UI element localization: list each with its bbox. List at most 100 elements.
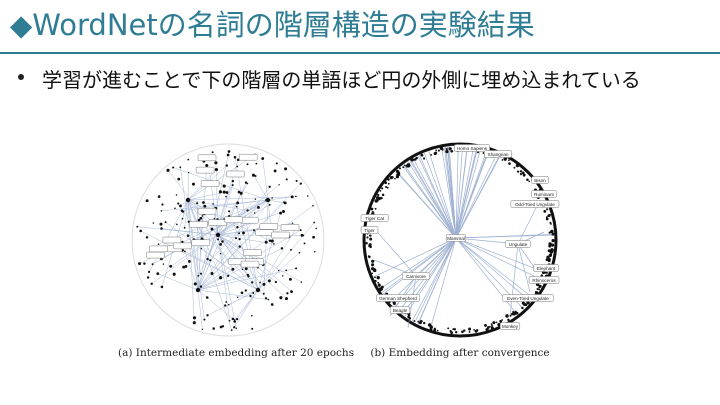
edge — [217, 234, 230, 321]
node — [184, 250, 186, 253]
node — [143, 262, 146, 265]
node — [312, 204, 314, 207]
label-box — [224, 216, 243, 223]
node — [267, 298, 270, 301]
rim-node — [543, 209, 547, 213]
edge — [381, 237, 457, 293]
rim-node — [522, 302, 527, 306]
node — [300, 233, 304, 237]
node-label-bison: Bison — [531, 176, 549, 184]
rim-node — [423, 157, 426, 160]
rim-node — [374, 207, 377, 210]
bullet-text: 学習が進むことで下の階層の単語ほど円の外側に埋め込まれている — [42, 68, 641, 92]
node — [283, 201, 287, 205]
label-box — [243, 249, 262, 256]
node — [254, 198, 257, 200]
node — [146, 276, 150, 279]
node — [238, 232, 241, 235]
node — [233, 326, 236, 329]
rim-node — [441, 148, 444, 151]
node — [209, 259, 212, 262]
rim-node — [491, 324, 493, 327]
edge — [262, 158, 269, 201]
node — [242, 231, 245, 235]
node — [187, 158, 190, 161]
edge — [198, 234, 219, 276]
node — [206, 257, 209, 261]
rim-node — [537, 288, 541, 291]
edge — [182, 199, 189, 219]
node — [273, 243, 275, 245]
label-box — [191, 239, 211, 246]
edge — [407, 161, 457, 239]
rim-node — [374, 279, 377, 283]
rim-node — [549, 253, 553, 257]
edge — [417, 237, 457, 325]
node — [285, 178, 288, 181]
edge — [233, 289, 259, 328]
node — [225, 301, 228, 303]
rim-node — [501, 319, 504, 321]
node — [226, 274, 230, 278]
node — [221, 325, 225, 328]
edge — [187, 199, 234, 270]
svg-text:Elephant: Elephant — [537, 266, 556, 271]
node — [172, 166, 175, 169]
node — [259, 281, 261, 284]
node — [227, 150, 231, 153]
rim-node — [492, 321, 496, 325]
rim-node — [381, 288, 384, 291]
node — [192, 321, 196, 325]
node-label-german-shepherd: German Shepherd — [376, 294, 420, 302]
node — [225, 195, 227, 198]
rim-node — [551, 243, 555, 247]
node — [262, 292, 265, 295]
node — [290, 248, 292, 251]
edge — [371, 225, 417, 277]
rim-node — [550, 231, 552, 234]
edge — [414, 237, 457, 323]
node — [273, 169, 277, 173]
edge — [184, 199, 189, 228]
node — [219, 252, 222, 255]
rim-node — [550, 248, 554, 252]
node — [233, 320, 236, 323]
rim-node — [540, 274, 544, 277]
node-label-rhinoceros: Rhinoceros — [528, 276, 560, 284]
rim-node — [461, 330, 464, 334]
node — [225, 191, 229, 194]
node — [251, 327, 254, 330]
node — [235, 317, 239, 321]
rim-node — [387, 182, 390, 185]
rim-node — [528, 180, 531, 183]
node — [251, 314, 253, 317]
node — [291, 222, 294, 224]
rim-node — [369, 234, 371, 237]
rim-node — [386, 186, 389, 189]
node — [218, 190, 222, 194]
rim-node — [548, 242, 552, 246]
edge — [423, 152, 457, 239]
node — [152, 222, 155, 224]
edge — [217, 185, 233, 236]
node — [181, 210, 185, 213]
node — [268, 239, 272, 243]
label-box — [208, 219, 227, 226]
edge — [263, 199, 269, 294]
node — [282, 210, 285, 213]
node — [284, 167, 288, 171]
hub-node — [195, 287, 201, 293]
rim-node — [490, 323, 493, 325]
rim-node — [548, 257, 551, 261]
node — [203, 318, 206, 321]
node — [300, 281, 303, 283]
rim-node — [448, 147, 452, 151]
rim-node — [387, 178, 390, 181]
rim-node — [371, 263, 375, 267]
rim-node — [473, 328, 475, 331]
svg-text:Even-Toed Ungulate: Even-Toed Ungulate — [507, 296, 549, 301]
node — [240, 291, 244, 295]
rim-node — [545, 217, 549, 221]
rim-node — [366, 236, 369, 239]
